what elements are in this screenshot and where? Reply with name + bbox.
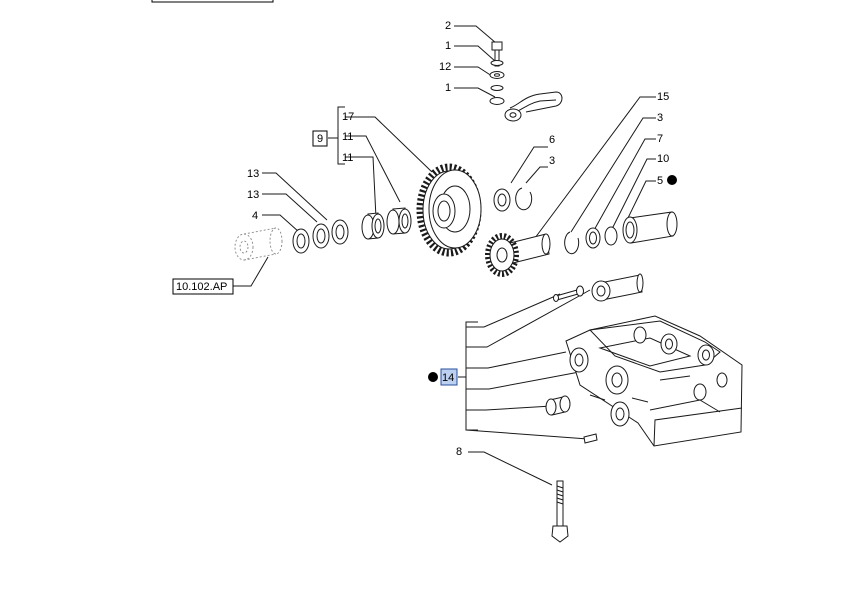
idler-gear-17	[416, 163, 482, 257]
bush	[545, 395, 571, 416]
callout-9-box	[312, 130, 328, 147]
callout-6: 6	[549, 134, 555, 146]
callout-12: 12	[439, 61, 451, 73]
callout-7: 7	[657, 133, 663, 145]
circlip-3a	[515, 187, 533, 211]
leader-14a	[466, 293, 561, 328]
leader-7	[592, 138, 656, 233]
leader-15	[531, 96, 656, 243]
leader-17	[345, 116, 433, 173]
leader-3b	[570, 117, 656, 233]
callout-9: 9	[317, 133, 323, 145]
top-frame	[151, 0, 274, 3]
leader-10	[610, 158, 656, 232]
callout-11b: 11	[342, 152, 353, 164]
ref-label: 10.102.AP	[176, 281, 227, 293]
leader-12	[454, 66, 496, 79]
shim-13a-hole	[316, 228, 326, 244]
callout-17: 17	[342, 111, 354, 123]
callout-10: 10	[657, 153, 669, 165]
circlip-3b	[564, 231, 580, 255]
banjo-bolt-head	[491, 41, 503, 51]
leader-ref	[232, 256, 269, 287]
leader-11b	[345, 156, 377, 219]
leader-14b	[466, 289, 591, 348]
pump-shaft-group	[485, 96, 678, 277]
bolt-8-group	[468, 451, 569, 543]
leader-4	[262, 214, 300, 233]
callout-1a: 1	[445, 40, 451, 52]
shim-13b-hole	[335, 224, 345, 240]
bolt-8-thread	[556, 485, 564, 505]
ring-10	[604, 226, 618, 246]
leader-14f	[465, 429, 589, 440]
pinion-hub	[496, 247, 508, 263]
callout-2: 2	[445, 20, 451, 32]
washer-1a	[490, 60, 504, 66]
oil-pipe	[509, 91, 563, 113]
washer-6-hole	[497, 193, 507, 207]
pump-body-group	[458, 273, 743, 447]
bolt-8-head	[551, 525, 569, 543]
leader-13b	[262, 193, 318, 223]
washer-1c	[489, 97, 505, 105]
leader-11a	[345, 135, 401, 203]
bracket-14	[465, 321, 478, 431]
callout-4: 4	[252, 210, 258, 222]
banjo-fitting-group	[454, 25, 563, 122]
leader-5	[626, 180, 656, 221]
banjo-union-hole	[494, 73, 500, 77]
callout-3b: 3	[657, 112, 663, 124]
callout-13b: 13	[247, 189, 259, 201]
callout-11a: 11	[342, 131, 353, 143]
banjo-eye-hole	[509, 112, 517, 118]
leader-14c	[466, 351, 567, 369]
leader-1a	[454, 45, 496, 62]
marker-dot-14	[428, 372, 438, 382]
callout-13a: 13	[247, 168, 259, 180]
pump-housing	[565, 315, 743, 447]
leader-3a	[525, 166, 548, 184]
ref-box	[172, 278, 234, 295]
sleeve-5	[622, 211, 678, 244]
leader-6	[510, 146, 548, 184]
callout-3a: 3	[549, 155, 555, 167]
callout-8: 8	[456, 446, 462, 458]
relief-valve	[591, 273, 644, 302]
leader-1b	[454, 87, 496, 98]
marker-dot-5	[667, 175, 677, 185]
callout-14-box[interactable]	[440, 368, 458, 386]
drive-shaft-end	[541, 233, 551, 255]
pinion-teeth	[485, 233, 519, 277]
bushing-11b	[361, 212, 385, 240]
callout-1b: 1	[445, 82, 451, 94]
leader-14e	[466, 405, 553, 411]
bushing-11a	[386, 207, 412, 235]
thrust-washer-4-hole	[296, 233, 306, 249]
callout-15: 15	[657, 91, 669, 103]
leader-8	[468, 451, 553, 486]
leader-14d	[466, 369, 591, 390]
callout-14[interactable]: 14	[442, 372, 454, 384]
reference-shaft	[234, 227, 283, 261]
leader-2	[454, 25, 497, 44]
plug-screw	[553, 285, 584, 302]
dowel	[583, 433, 598, 444]
idler-gear-group	[232, 106, 548, 287]
leader-13a	[262, 172, 328, 221]
bracket-9	[337, 106, 345, 165]
washer-1b	[490, 85, 504, 91]
callout-5: 5	[657, 175, 663, 187]
washer-7-hole	[589, 231, 597, 245]
